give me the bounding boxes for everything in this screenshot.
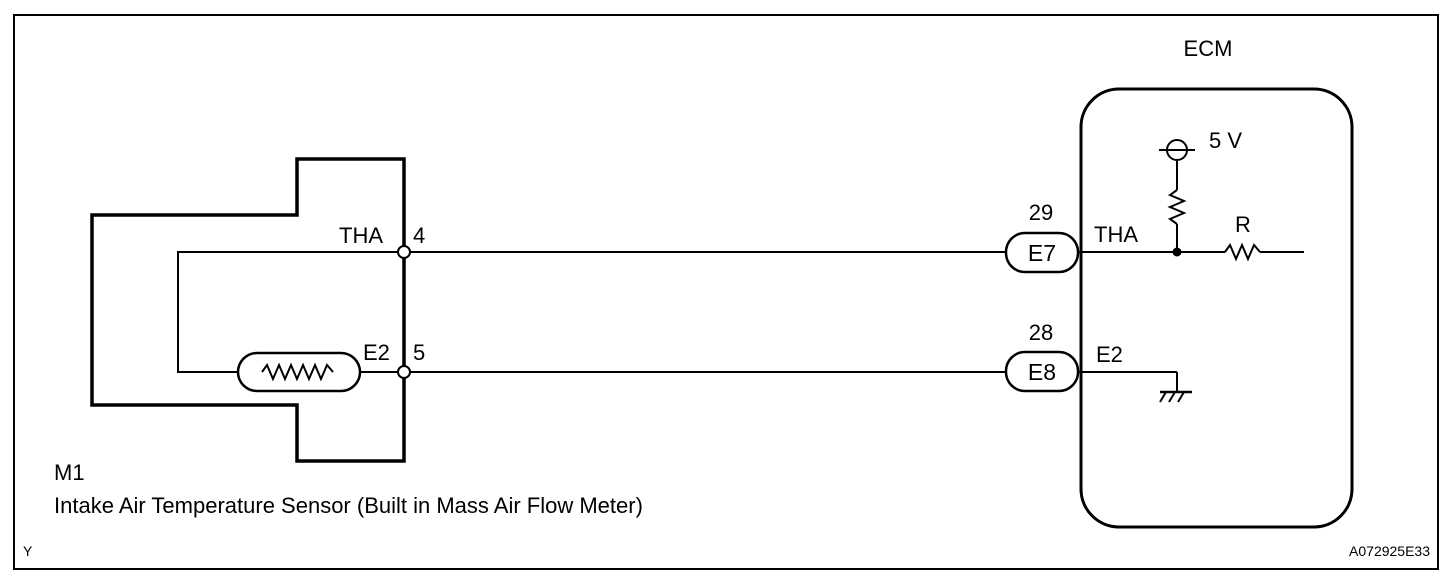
footer-left-code: Y: [23, 543, 33, 559]
resistor-r: [1224, 242, 1261, 262]
ground-hatch-3: [1177, 391, 1185, 403]
thermistor-body: [236, 351, 362, 393]
sensor-id: M1: [54, 460, 85, 485]
footer-right-code: A072925E33: [1349, 543, 1430, 559]
junction-dot: [1172, 247, 1182, 257]
ecm-box: [1079, 87, 1354, 529]
terminal-5: [397, 365, 411, 379]
connector-e8-id: E8: [1028, 359, 1056, 385]
connector-e7-pin: 29: [1029, 200, 1053, 225]
ground-hatch-2: [1168, 391, 1176, 403]
connector-e7-id: E7: [1028, 240, 1056, 266]
connector-e8-pin: 28: [1029, 320, 1053, 345]
sensor-pin-tha-label: THA: [339, 223, 383, 248]
pullup-resistor: [1167, 189, 1187, 225]
sensor-pin-e2-label: E2: [363, 340, 390, 365]
sensor-pin-e2-num: 5: [413, 340, 425, 365]
diagram-frame: [13, 14, 1439, 570]
sensor-name: Intake Air Temperature Sensor (Built in …: [54, 493, 643, 518]
ground-hatch-1: [1159, 391, 1167, 403]
sensor-internal-wire: [177, 251, 404, 373]
thermistor-zigzag: [261, 362, 334, 382]
supply-voltage: 5 V: [1209, 128, 1242, 153]
ecm-title: ECM: [1184, 36, 1233, 61]
terminal-4: [397, 245, 411, 259]
ecm-e2-label: E2: [1096, 342, 1123, 367]
sensor-pin-tha-num: 4: [413, 223, 425, 248]
resistor-r-label: R: [1235, 212, 1251, 237]
ecm-tha-label: THA: [1094, 222, 1138, 247]
sensor-housing: [90, 157, 406, 463]
